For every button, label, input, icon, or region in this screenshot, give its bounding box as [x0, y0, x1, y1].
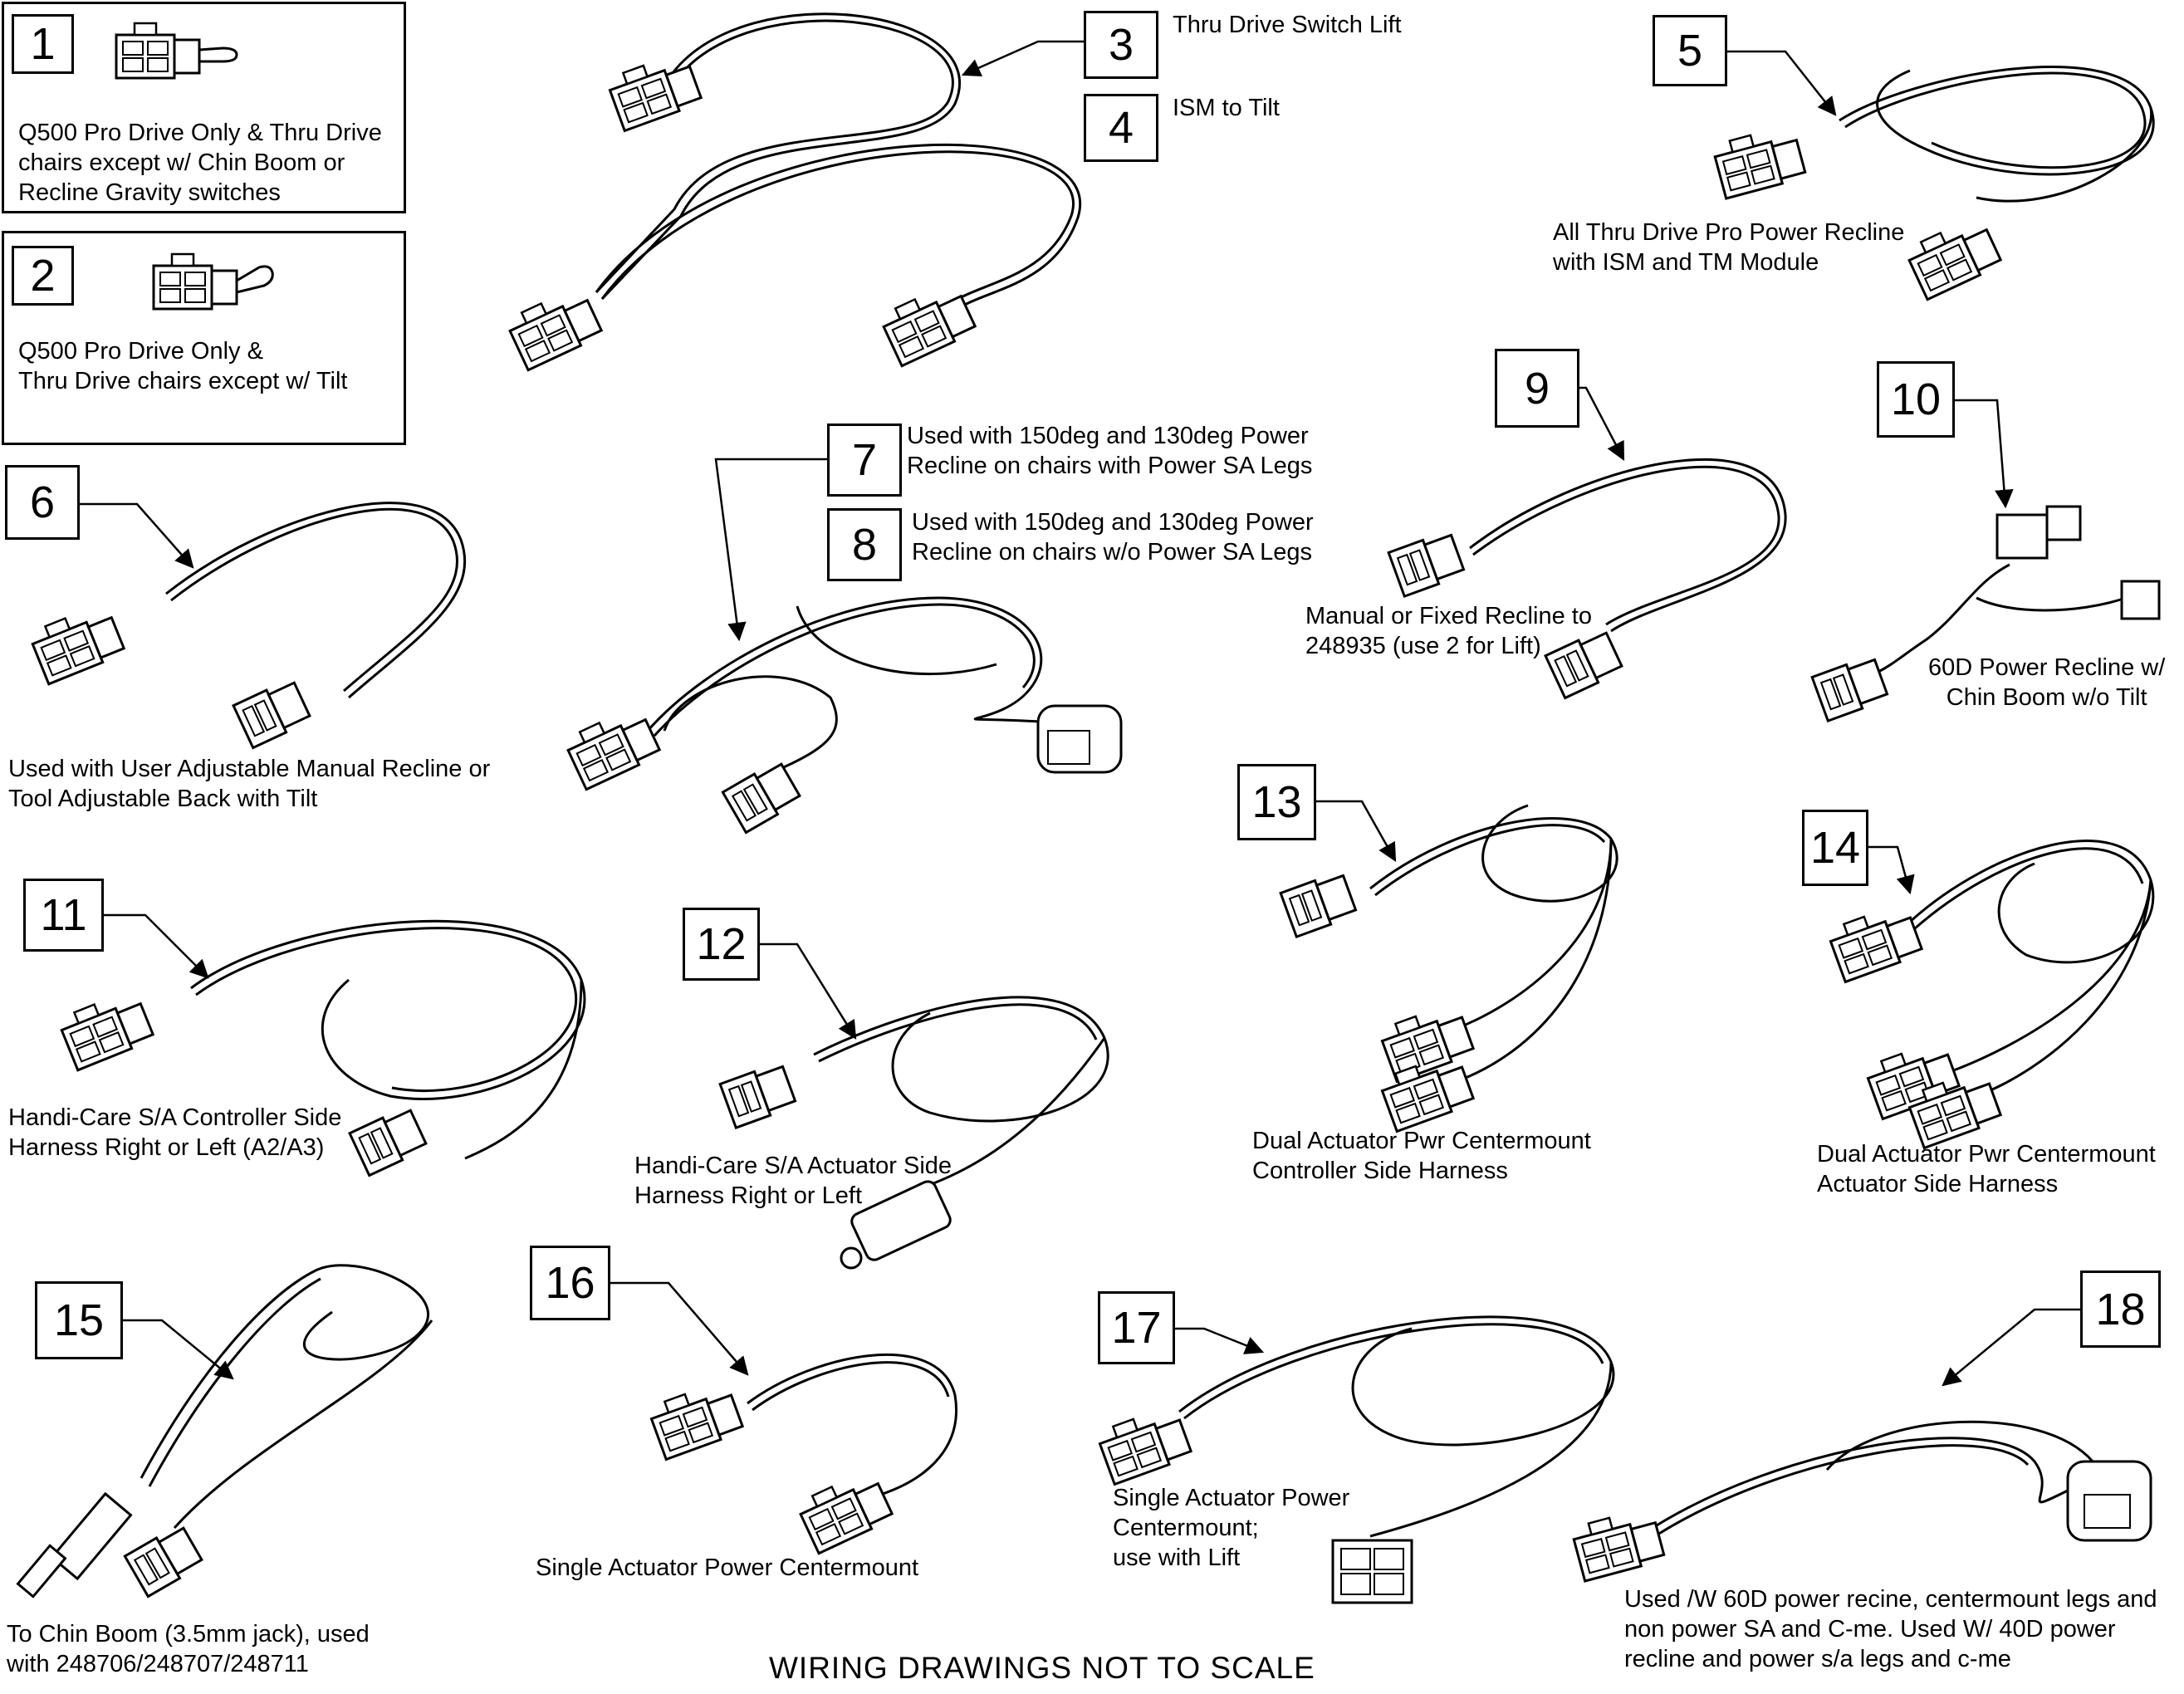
- footer-note: WIRING DRAWINGS NOT TO SCALE: [769, 1651, 1315, 1685]
- item-7-description: Used with 150deg and 130deg Power Reclin…: [907, 423, 1313, 479]
- item-number-8: 8: [827, 508, 902, 581]
- cable-9: [1387, 458, 1787, 699]
- item-number-12: 12: [683, 908, 760, 981]
- cable-18: [1569, 1420, 2152, 1583]
- item-12-description: Handi-Care S/A Actuator Side Harness Rig…: [634, 1153, 952, 1209]
- cable-16: [646, 1353, 957, 1555]
- item-number-18: 18: [2080, 1270, 2161, 1348]
- item-3-description: Thru Drive Switch Lift: [1173, 12, 1402, 38]
- cable-17: [1094, 1315, 1615, 1604]
- item-13-description: Dual Actuator Pwr Centermount Controller…: [1252, 1128, 1591, 1184]
- item-10-description: 60D Power Recline w/ Chin Boom w/o Tilt: [1928, 654, 2166, 711]
- connector-1: [115, 22, 238, 80]
- item-number-16: 16: [530, 1246, 610, 1320]
- item-number-1: 1: [12, 14, 74, 74]
- item-number-5: 5: [1653, 15, 1727, 86]
- item-6-description: Used with User Adjustable Manual Recline…: [8, 756, 491, 812]
- item-1-description: Q500 Pro Drive Only & Thru Drive chairs …: [18, 120, 382, 206]
- cable-5: [1711, 66, 2155, 301]
- item-9-description: Manual or Fixed Recline to 248935 (use 2…: [1305, 603, 1592, 659]
- cable-3-4: [503, 12, 1082, 372]
- item-number-14: 14: [1802, 810, 1868, 886]
- item-15-description: To Chin Boom (3.5mm jack), used with 248…: [7, 1621, 370, 1677]
- item-2-description: Q500 Pro Drive Only & Thru Drive chairs …: [18, 338, 348, 394]
- cable-6: [27, 502, 467, 749]
- item-4-description: ISM to Tilt: [1173, 95, 1280, 121]
- cable-14: [1825, 840, 2155, 1149]
- connector-2: [152, 252, 274, 311]
- item-number-15: 15: [35, 1281, 123, 1359]
- cable-13: [1279, 804, 1618, 1133]
- item-8-description: Used with 150deg and 130deg Power Reclin…: [912, 509, 1314, 565]
- cable-11: [56, 919, 586, 1177]
- item-number-7: 7: [827, 424, 902, 497]
- item-number-3: 3: [1084, 11, 1158, 79]
- item-1-frame: [2, 2, 406, 213]
- item-17-description: Single Actuator Power Centermount; use w…: [1113, 1485, 1350, 1571]
- item-number-2: 2: [12, 246, 74, 306]
- item-number-13: 13: [1237, 764, 1316, 840]
- item-16-description: Single Actuator Power Centermount: [536, 1554, 919, 1581]
- item-18-description: Used /W 60D power recine, centermount le…: [1624, 1586, 2157, 1672]
- item-number-17: 17: [1098, 1291, 1175, 1364]
- leader-arrows: [80, 40, 2080, 1387]
- item-2-frame: [2, 231, 406, 445]
- item-14-description: Dual Actuator Pwr Centermount Actuator S…: [1817, 1141, 2156, 1197]
- item-number-9: 9: [1495, 349, 1579, 428]
- cable-12: [718, 996, 1109, 1270]
- item-number-11: 11: [23, 879, 104, 952]
- cable-10: [1810, 505, 2161, 722]
- item-5-description: All Thru Drive Pro Power Recline with IS…: [1553, 219, 1905, 276]
- item-number-10: 10: [1877, 361, 1955, 438]
- item-number-6: 6: [5, 465, 80, 540]
- item-11-description: Handi-Care S/A Controller Side Harness R…: [8, 1104, 342, 1161]
- item-number-4: 4: [1084, 94, 1158, 162]
- cable-15: [16, 1264, 433, 1599]
- cable-7-8: [561, 596, 1123, 835]
